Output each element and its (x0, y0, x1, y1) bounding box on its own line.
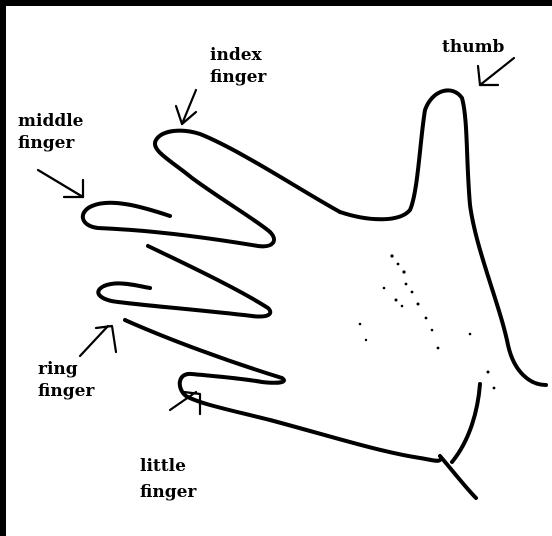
label-little-finger: little finger (140, 455, 196, 503)
label-middle-line2: finger (18, 132, 84, 154)
middle-finger-outline (83, 203, 274, 247)
label-middle-line1: middle (18, 110, 84, 132)
ring-finger-outline (98, 246, 270, 317)
ring-arrow (80, 326, 116, 356)
index-finger-outline (155, 131, 340, 232)
palm-texture (359, 254, 496, 389)
thumb-arrow (478, 58, 514, 85)
label-index-line1: index (210, 44, 266, 66)
index-arrow (176, 90, 196, 124)
label-little-line2: finger (140, 481, 196, 503)
wrist-outline (440, 384, 480, 498)
label-little-line1: little (140, 455, 196, 477)
label-ring-finger: ring finger (38, 358, 94, 402)
label-middle-finger: middle finger (18, 110, 84, 154)
middle-arrow (38, 170, 83, 197)
label-index-line2: finger (210, 66, 266, 88)
label-ring-line1: ring (38, 358, 94, 380)
label-thumb: thumb (442, 36, 504, 58)
label-index-finger: index finger (210, 44, 266, 88)
little-finger-outline (125, 320, 440, 461)
label-ring-line2: finger (38, 380, 94, 402)
label-thumb-text: thumb (442, 37, 504, 57)
thumb-outline (340, 90, 546, 385)
